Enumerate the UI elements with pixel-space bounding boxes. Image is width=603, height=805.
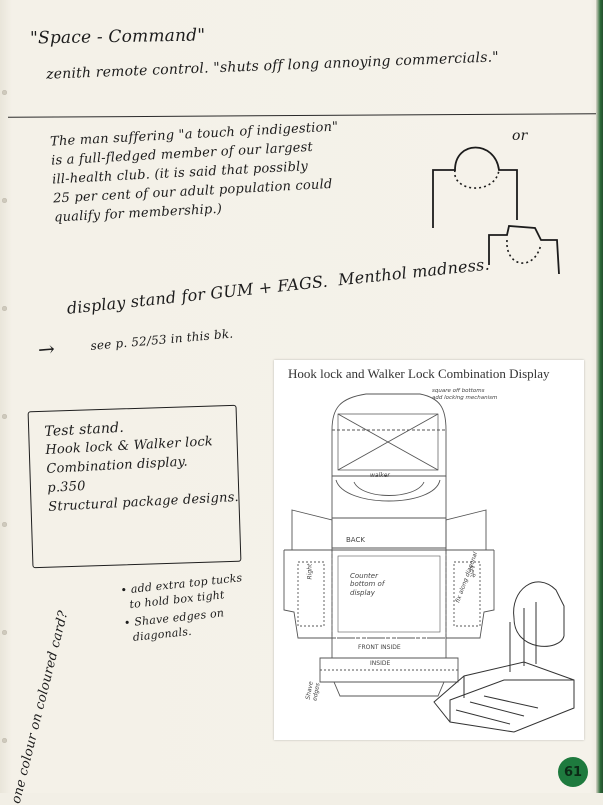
binding-hole bbox=[2, 630, 7, 635]
diagram-note-square-off: square off bottoms add locking mechanism bbox=[432, 388, 498, 401]
printed-diagram-sheet: Hook lock and Walker Lock Combination Di… bbox=[274, 360, 584, 740]
panel-label-walker: walker bbox=[370, 472, 390, 479]
divider-line bbox=[8, 113, 598, 118]
panel-label-counter: Counter bottom of display bbox=[350, 572, 385, 597]
binding-hole bbox=[2, 414, 7, 419]
notebook-edge bbox=[596, 0, 603, 793]
dieline-diagram bbox=[283, 393, 575, 733]
indigestion-paragraph: The man suffering "a touch of indigestio… bbox=[50, 120, 343, 227]
panel-label-back: BACK bbox=[346, 536, 365, 544]
panel-label-right: Right bbox=[306, 563, 314, 580]
binding-hole bbox=[2, 90, 7, 95]
arrow-icon: → bbox=[36, 336, 56, 362]
test-stand-text: Test stand. Hook lock & Walker lock Comb… bbox=[44, 414, 239, 516]
zenith-remote-note: zenith remote control. "shuts off long a… bbox=[45, 49, 500, 83]
or-label: or bbox=[512, 128, 528, 144]
panel-label-front-inside: FRONT INSIDE bbox=[358, 644, 401, 651]
binding-hole bbox=[2, 198, 7, 203]
header-shape-sketch bbox=[432, 146, 560, 275]
page-reference-note: see p. 52/53 in this bk. bbox=[89, 326, 234, 353]
binding-hole bbox=[2, 522, 7, 527]
panel-label-inside: INSIDE bbox=[370, 660, 391, 667]
bullet-notes: • add extra top tucks to hold box tight … bbox=[120, 571, 248, 645]
binding-hole bbox=[2, 738, 7, 743]
colour-card-note: one colour on coloured card? bbox=[8, 609, 72, 805]
diagram-title: Hook lock and Walker Lock Combination Di… bbox=[288, 366, 550, 381]
binding-hole bbox=[2, 306, 7, 311]
space-command-title: "Space - Command" bbox=[29, 25, 206, 49]
display-stand-note: display stand for GUM + FAGS. Menthol ma… bbox=[65, 254, 491, 318]
page-number-badge: 61 bbox=[558, 757, 588, 787]
